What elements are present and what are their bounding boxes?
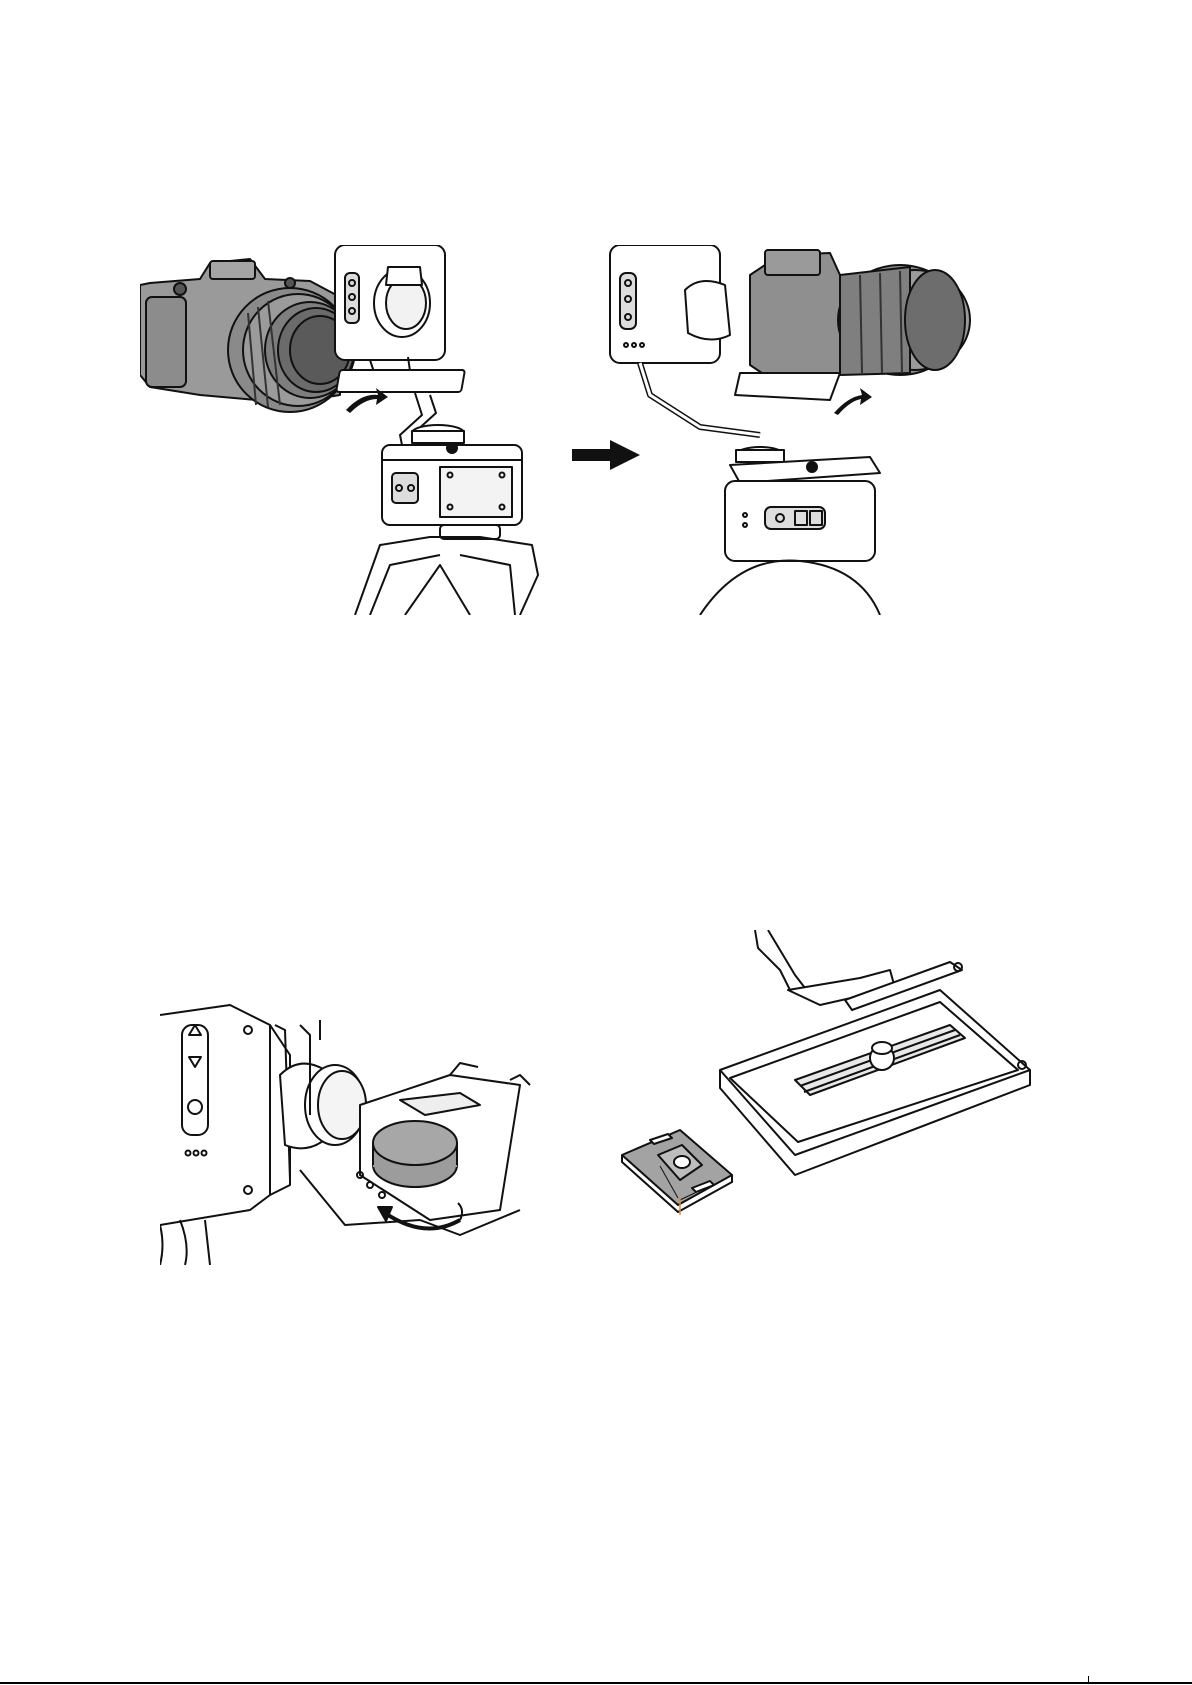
arrow-right-icon — [572, 440, 640, 470]
gimbal-with-camera-icon — [610, 245, 970, 615]
gimbal-icon — [335, 245, 538, 615]
camera-icon — [140, 259, 355, 412]
tighten-knob-illustration — [160, 995, 580, 1265]
quick-release-plate-illustration — [620, 930, 1060, 1275]
knob-icon — [373, 1121, 457, 1187]
page-bottom-tick — [1088, 1676, 1089, 1684]
gimbal-head-icon — [160, 1005, 366, 1265]
quick-release-plate-icon — [622, 1130, 732, 1212]
page-bottom-rule — [0, 1682, 1192, 1684]
rail-icon — [720, 962, 1030, 1175]
mount-camera-illustration — [140, 245, 1050, 615]
